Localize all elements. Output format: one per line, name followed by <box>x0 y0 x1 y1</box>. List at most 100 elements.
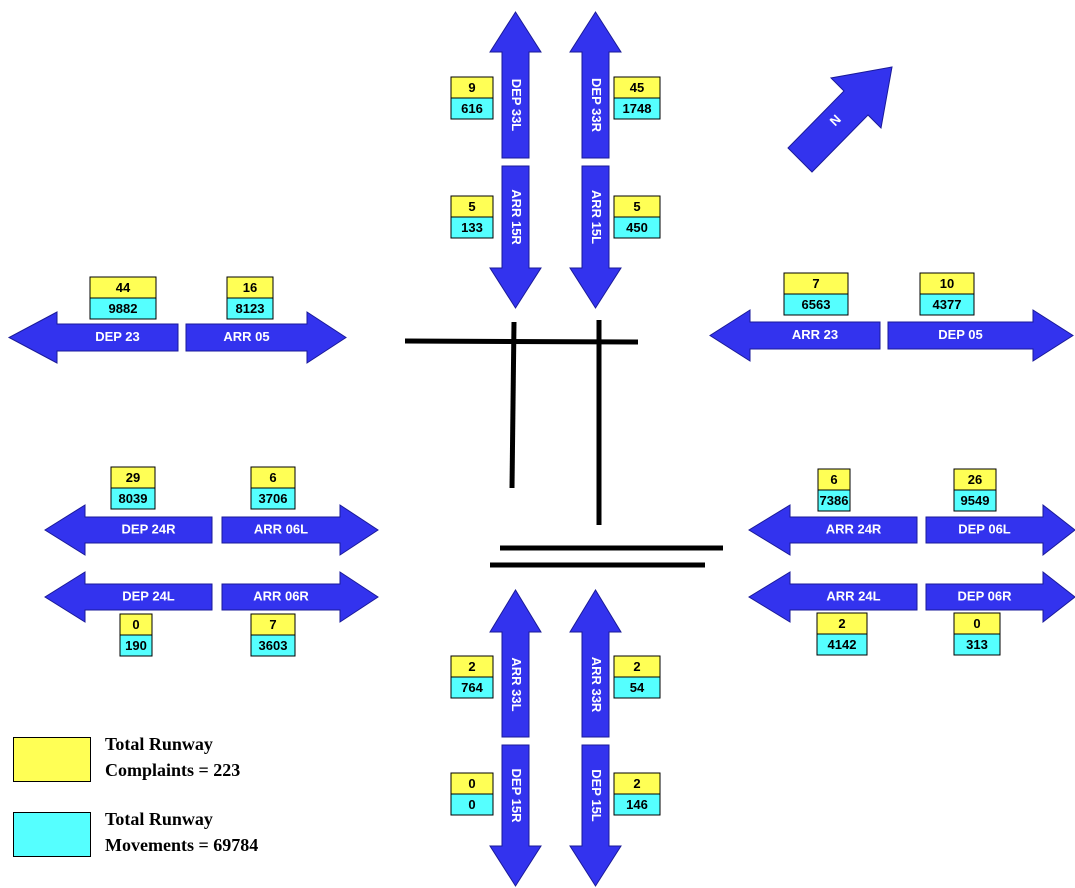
movements-box <box>953 633 1001 656</box>
complaints-value: 9 <box>468 80 475 95</box>
movements-value: 1748 <box>623 101 652 116</box>
arrow-shape-icon <box>748 504 918 556</box>
arrow-arr-24l: ARR 24L 2 4142 <box>748 571 918 656</box>
complaints-value: 10 <box>940 276 954 291</box>
movements-box <box>89 297 157 320</box>
legend-movements-line1: Total Runway <box>105 809 213 829</box>
arrow-label: DEP 33L <box>509 79 524 132</box>
arrow-label: ARR 06R <box>253 588 309 603</box>
arrow-label: ARR 23 <box>792 327 838 342</box>
movements-value: 4142 <box>828 637 857 652</box>
movements-box <box>783 293 849 316</box>
arrow-label: ARR 15R <box>509 189 524 245</box>
arrow-shape-icon <box>7 311 179 364</box>
arrow-shape-icon <box>489 589 542 738</box>
movements-box <box>953 489 997 512</box>
movements-box <box>450 97 494 120</box>
movements-value: 764 <box>461 680 483 695</box>
movements-value: 3603 <box>259 638 288 653</box>
movements-value: 133 <box>461 220 483 235</box>
movements-box <box>450 676 494 699</box>
arrow-label: ARR 06L <box>254 521 308 536</box>
movements-box <box>817 489 851 512</box>
complaints-value: 6 <box>830 472 837 487</box>
arrow-arr-15r: ARR 15R 5 133 <box>450 165 542 309</box>
complaints-value: 44 <box>116 280 131 295</box>
arrow-dep-05: DEP 05 10 4377 <box>887 272 1074 362</box>
legend-complaints-line1: Total Runway <box>105 734 213 754</box>
arrow-shape-icon <box>887 309 1074 362</box>
movements-value: 7386 <box>820 493 849 508</box>
complaints-swatch <box>13 737 91 782</box>
complaints-value: 0 <box>973 616 980 631</box>
arrow-label: ARR 33L <box>509 657 524 711</box>
movements-value: 450 <box>626 220 648 235</box>
legend-movements-line2: Movements = 69784 <box>105 835 259 855</box>
arrow-dep-06l: DEP 06L 26 9549 <box>925 468 1075 557</box>
arrow-shape-icon <box>44 571 213 623</box>
arrow-arr-33l: ARR 33L 2 764 <box>450 589 542 738</box>
arrow-shape-icon <box>489 11 542 159</box>
arrow-arr-15l: ARR 15L 5 450 <box>569 165 661 309</box>
movements-box <box>816 633 868 656</box>
movements-box <box>450 793 494 816</box>
arrow-shape-icon <box>185 311 347 364</box>
arrow-dep-33l: DEP 33L 9 616 <box>450 11 542 159</box>
movements-swatch <box>13 812 91 857</box>
arrow-label: DEP 06R <box>958 588 1013 603</box>
arrow-shape-icon <box>44 504 213 556</box>
arrow-label: DEP 15R <box>509 769 524 824</box>
movements-value: 8123 <box>236 301 265 316</box>
complaints-value: 29 <box>126 470 140 485</box>
complaints-value: 5 <box>633 199 640 214</box>
movements-value: 6563 <box>802 297 831 312</box>
complaints-value: 2 <box>838 616 845 631</box>
movements-value: 9549 <box>961 493 990 508</box>
arrow-shape-icon <box>569 165 622 309</box>
runway-lines <box>404 320 723 568</box>
movements-box <box>613 676 661 699</box>
runway-15r-33l <box>509 321 517 489</box>
arrow-label: ARR 33R <box>589 657 604 713</box>
arrow-shape-icon <box>569 11 622 159</box>
complaints-value: 0 <box>132 617 139 632</box>
movements-box <box>613 216 661 239</box>
arrow-shape-icon <box>925 570 1075 624</box>
arrow-label: DEP 15L <box>589 769 604 822</box>
movements-box <box>919 293 975 316</box>
movements-value: 8039 <box>119 491 148 506</box>
arrow-shape-icon <box>221 571 379 623</box>
arrow-arr-23: ARR 23 7 6563 <box>709 272 881 362</box>
arrow-label: ARR 05 <box>223 329 269 344</box>
complaints-value: 45 <box>630 80 644 95</box>
complaints-value: 5 <box>468 199 475 214</box>
arrow-label: ARR 15L <box>589 190 604 244</box>
complaints-value: 2 <box>468 659 475 674</box>
movements-box <box>613 97 661 120</box>
complaints-value: 7 <box>812 276 819 291</box>
movements-value: 146 <box>626 797 648 812</box>
arrow-label: DEP 24R <box>122 521 177 536</box>
complaints-value: 26 <box>968 472 982 487</box>
arrow-shape-icon <box>709 309 881 362</box>
movements-value: 9882 <box>109 301 138 316</box>
arrow-label: ARR 24L <box>826 588 880 603</box>
movements-value: 54 <box>630 680 645 695</box>
arrow-label: DEP 06L <box>958 521 1011 536</box>
arrow-label: ARR 24R <box>826 521 882 536</box>
movements-value: 4377 <box>933 297 962 312</box>
arrow-label: DEP 05 <box>938 327 983 342</box>
runway-05-23 <box>404 338 639 345</box>
movements-value: 616 <box>461 101 483 116</box>
movements-box <box>226 297 274 320</box>
movements-box <box>250 487 296 510</box>
complaints-value: 0 <box>468 776 475 791</box>
movements-value: 3706 <box>259 491 288 506</box>
